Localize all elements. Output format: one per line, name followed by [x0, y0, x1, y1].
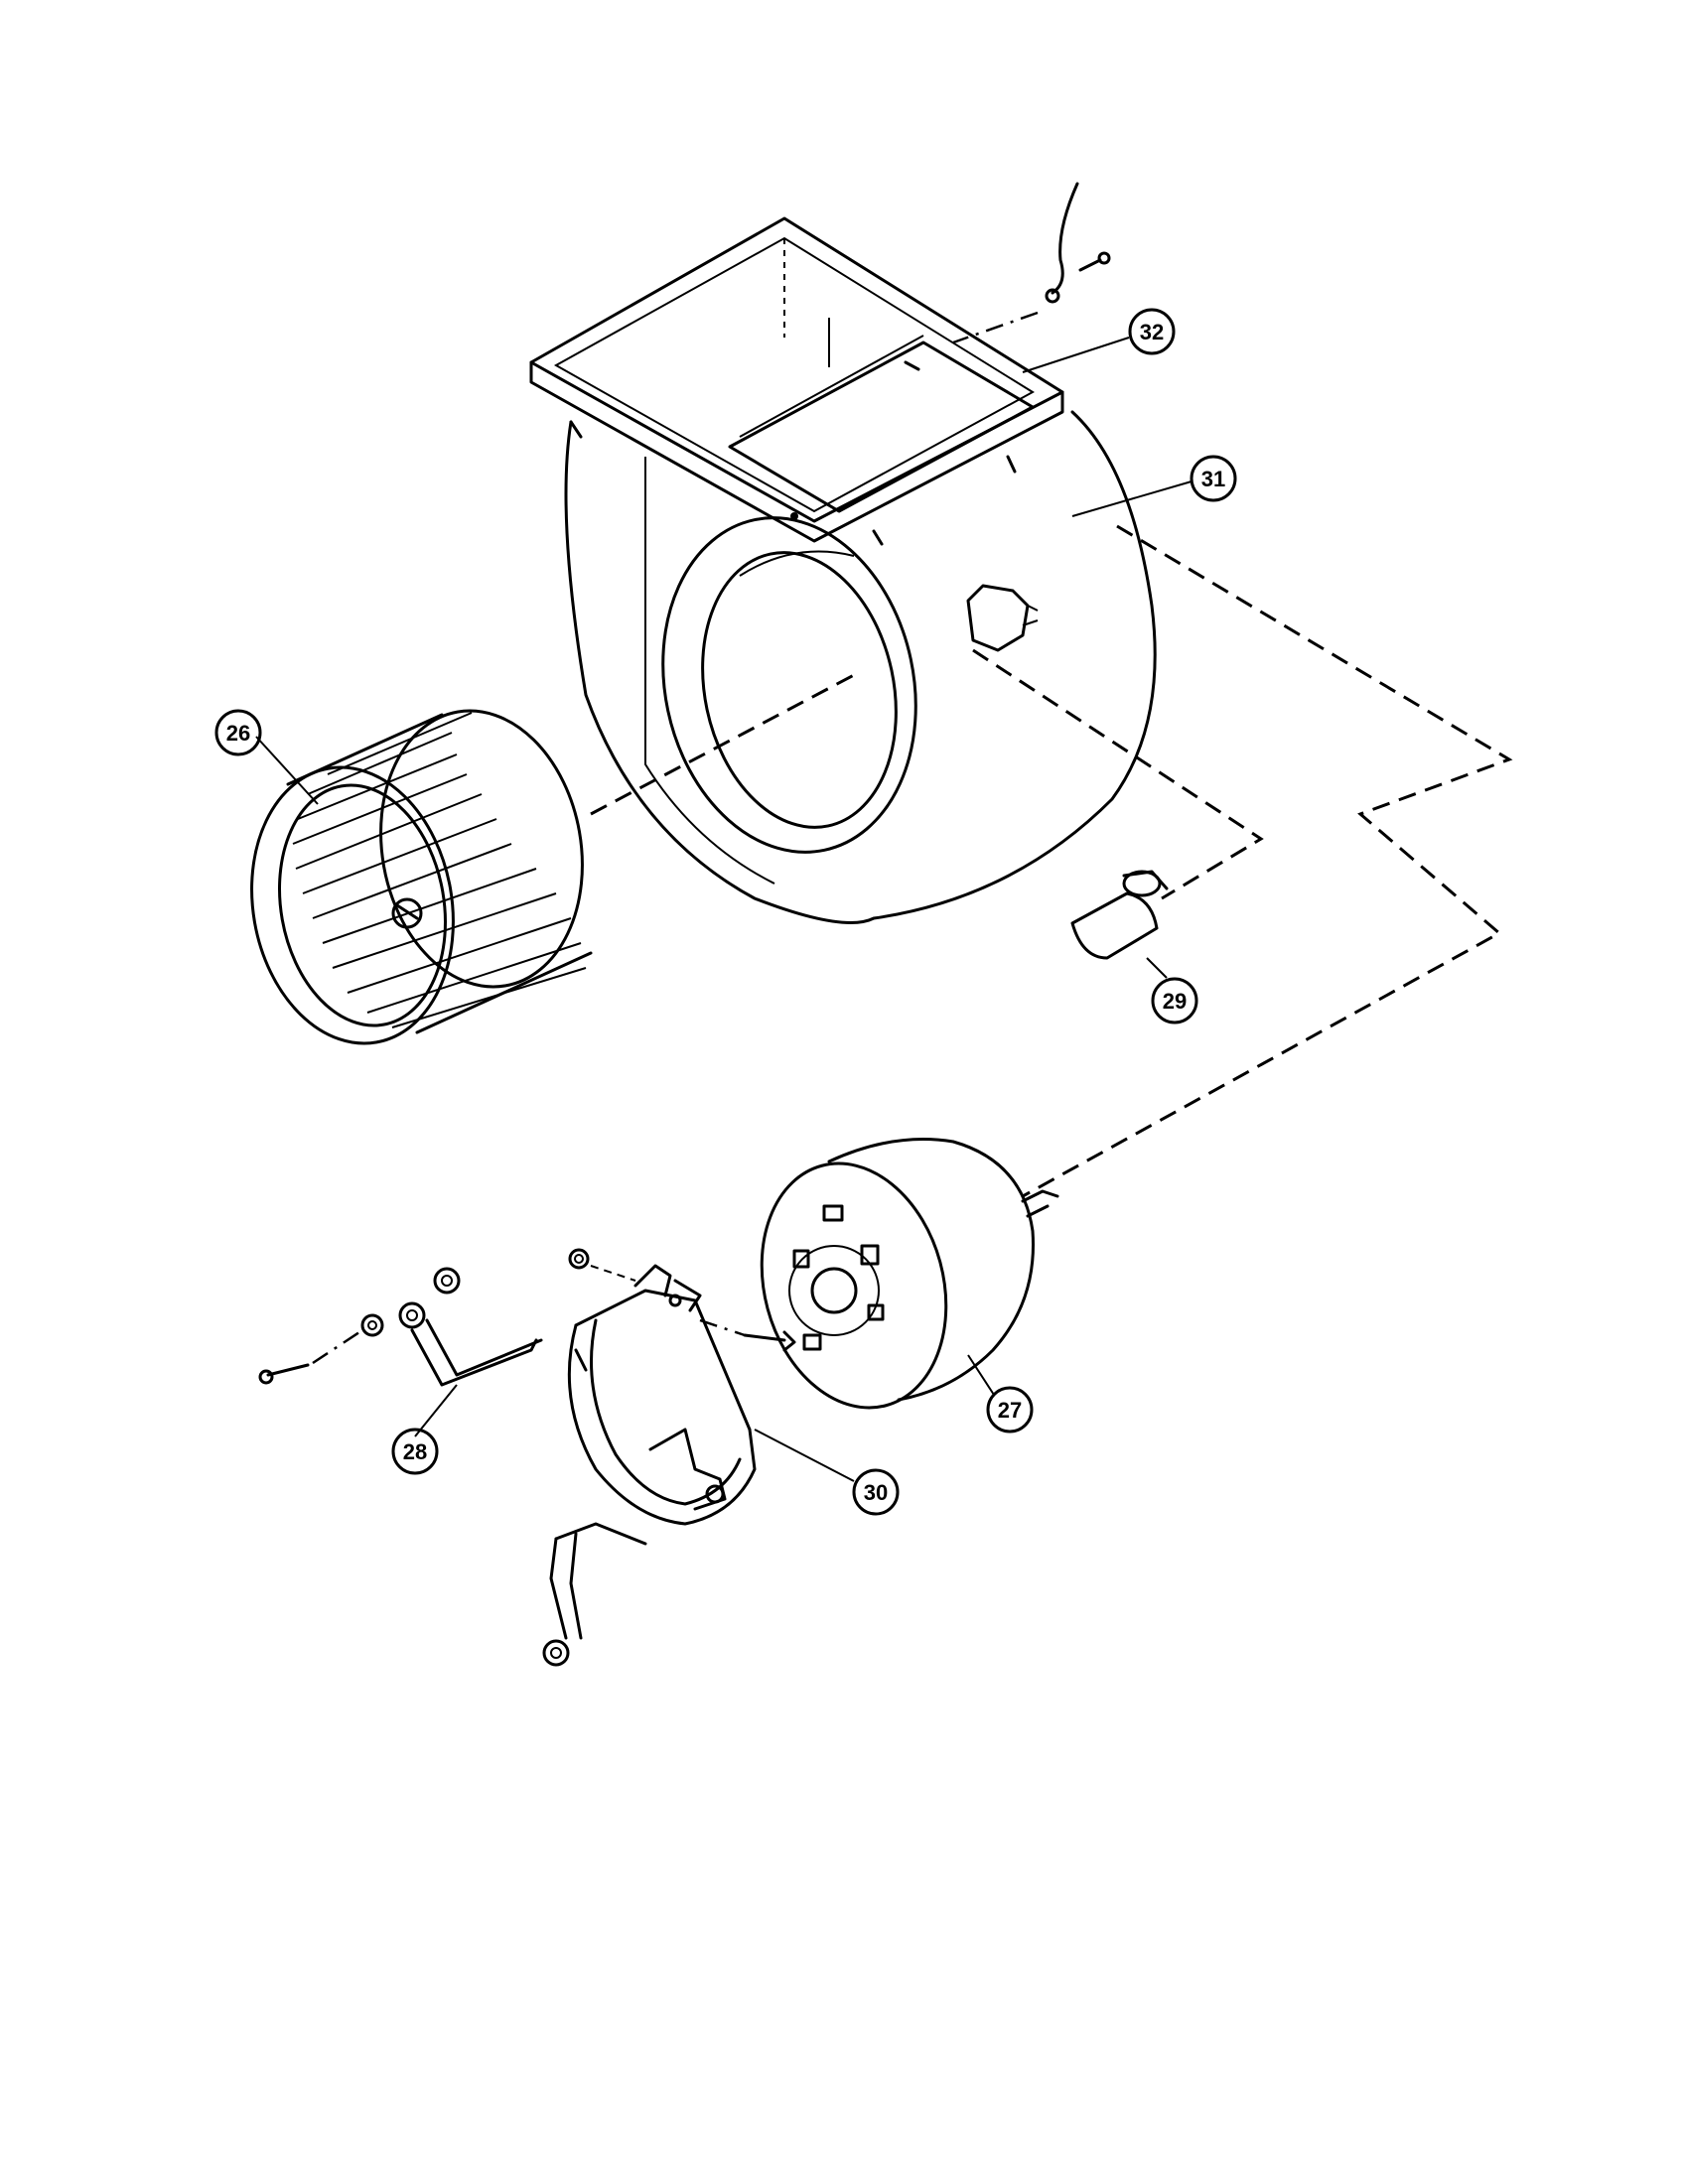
- callout-28: 28: [391, 1428, 439, 1475]
- svg-text:27: 27: [998, 1398, 1022, 1423]
- svg-text:29: 29: [1163, 989, 1187, 1014]
- capacitor: [1070, 870, 1169, 960]
- svg-text:28: 28: [403, 1439, 427, 1464]
- axis-line: [590, 673, 855, 816]
- motor-mount-leg: [258, 1267, 647, 1667]
- leader-lines: [255, 337, 1193, 1482]
- svg-text:32: 32: [1140, 320, 1164, 344]
- svg-text:26: 26: [226, 721, 250, 746]
- callout-26: 26: [214, 709, 262, 756]
- motor: [760, 1138, 1059, 1410]
- blower-housing: [564, 410, 1157, 924]
- callout-29: 29: [1151, 977, 1198, 1024]
- mounting-bracket: [529, 216, 1064, 546]
- motor-mount-band: [567, 1264, 757, 1526]
- wheel-blades: [292, 712, 587, 1028]
- callout-32: 32: [1128, 308, 1176, 355]
- ground-wire: [952, 182, 1111, 344]
- callout-31: 31: [1190, 455, 1237, 502]
- routing-line-motor: [1022, 524, 1513, 1198]
- callout-30: 30: [852, 1468, 900, 1516]
- blower-wheel: [250, 709, 593, 1045]
- routing-line-capacitor: [972, 648, 1264, 900]
- svg-text:30: 30: [864, 1480, 888, 1505]
- svg-text:31: 31: [1201, 467, 1225, 491]
- callout-27: 27: [986, 1386, 1034, 1433]
- band-hardware: [568, 1248, 796, 1352]
